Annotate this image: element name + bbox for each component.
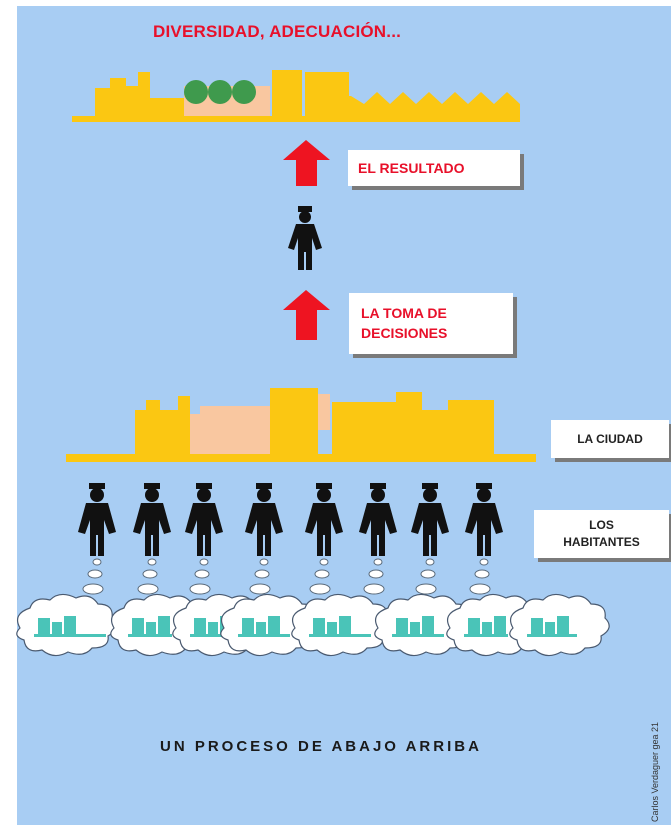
person-icon	[185, 483, 223, 556]
inhabitants-label-line-2: HABITANTES	[563, 535, 640, 549]
thought-cloud-icon	[374, 593, 475, 657]
inhabitants-label: LOS HABITANTES	[534, 510, 669, 558]
footer-title: UN PROCESO DE ABAJO ARRIBA	[160, 738, 482, 755]
thoughts-group	[16, 558, 610, 657]
author-credit: Carlos Verdaguer gea 21	[650, 721, 660, 822]
person-icon	[78, 483, 116, 556]
thought-bubble-icon	[469, 558, 491, 595]
headline: DIVERSIDAD, ADECUACIÓN...	[153, 22, 402, 41]
result-city-skyline-icon	[72, 70, 520, 122]
thought-cloud-icon	[220, 593, 321, 657]
thought-cloud-icon	[16, 593, 117, 657]
city-skyline-icon	[66, 388, 536, 462]
city-label: LA CIUDAD	[551, 420, 669, 458]
thought-bubble-icon	[363, 558, 385, 595]
person-icon	[133, 483, 171, 556]
person-icon	[245, 483, 283, 556]
decision-label: LA TOMA DE DECISIONES	[349, 293, 513, 354]
thought-bubble-icon	[137, 558, 159, 595]
inhabitants-group	[78, 483, 503, 556]
thought-bubble-icon	[82, 558, 104, 595]
person-icon	[411, 483, 449, 556]
up-arrow-icon	[283, 140, 330, 186]
thought-cloud-icon	[291, 593, 392, 657]
result-label: EL RESULTADO	[348, 150, 520, 186]
person-icon	[359, 483, 397, 556]
inhabitants-label-line-1: LOS	[589, 518, 614, 532]
decision-label-line-1: LA TOMA DE	[361, 305, 447, 321]
thought-bubble-icon	[189, 558, 211, 595]
person-icon	[305, 483, 343, 556]
thought-bubble-icon	[415, 558, 437, 595]
decider-person-icon	[288, 206, 322, 270]
thought-bubble-icon	[249, 558, 271, 595]
up-arrow-icon	[283, 290, 330, 340]
thought-bubble-icon	[309, 558, 331, 595]
thought-cloud-icon	[509, 593, 610, 657]
person-icon	[465, 483, 503, 556]
decision-label-line-2: DECISIONES	[361, 325, 448, 341]
